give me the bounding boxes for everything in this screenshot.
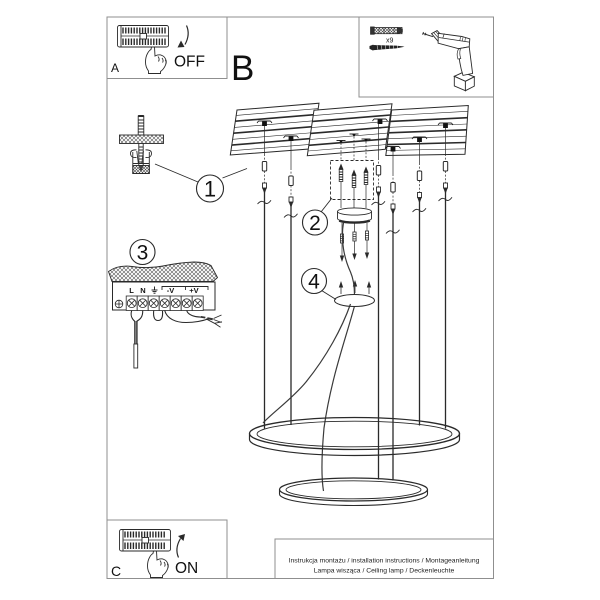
svg-text:ON: ON [175, 560, 198, 577]
svg-text:+V: +V [189, 286, 198, 295]
svg-text:N: N [140, 286, 145, 295]
svg-text:OFF: OFF [174, 54, 205, 71]
svg-text:C: C [111, 563, 121, 579]
svg-text:L: L [129, 286, 134, 295]
svg-text:A: A [111, 61, 119, 75]
svg-text:Instrukcja montażu / installat: Instrukcja montażu / installation instru… [289, 558, 480, 565]
svg-text:-V: -V [167, 286, 175, 295]
svg-text:x9: x9 [386, 38, 394, 45]
svg-text:Lampa wisząca / Ceiling lamp /: Lampa wisząca / Ceiling lamp / Deckenleu… [314, 568, 455, 575]
svg-text:4: 4 [308, 271, 320, 294]
svg-text:B: B [231, 49, 254, 88]
svg-text:3: 3 [137, 242, 149, 265]
svg-text:2: 2 [309, 212, 321, 235]
svg-text:1: 1 [204, 177, 216, 202]
